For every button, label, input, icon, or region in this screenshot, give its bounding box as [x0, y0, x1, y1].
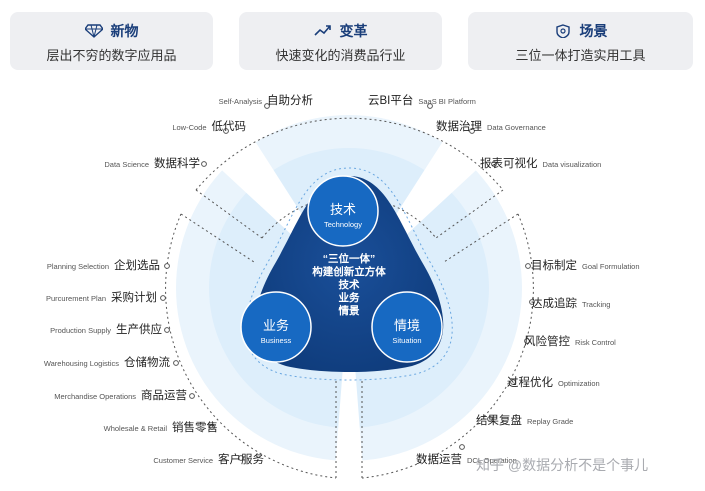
- card-subtitle: 三位一体打造实用工具: [515, 48, 646, 63]
- center-line4: 业务: [338, 292, 360, 304]
- card-new-things: 新物 层出不穷的数字应用品: [10, 12, 213, 70]
- card-title: 场景: [579, 23, 608, 39]
- situation-label: 情境 Situation: [372, 315, 442, 345]
- center-quote: “三位一体”: [322, 253, 376, 265]
- technology-circle: [307, 175, 379, 247]
- card-subtitle: 快速变化的消费品行业: [275, 48, 406, 63]
- technology-label: 技术 Technology: [308, 199, 378, 229]
- card-change: 变革 快速变化的消费品行业: [239, 12, 442, 70]
- business-zh: 业务: [262, 318, 289, 333]
- arc-dots: [160, 103, 535, 461]
- center-line5: 情景: [338, 305, 360, 317]
- business-label: 业务 Business: [241, 315, 311, 345]
- situation-circle: [371, 291, 443, 363]
- hub-center-text: “三位一体” 构建创新立方体 技术 业务 情景: [289, 253, 409, 318]
- shield-icon: [555, 24, 570, 38]
- card-scene: 场景 三位一体打造实用工具: [468, 12, 693, 70]
- center-line2: 构建创新立方体: [312, 266, 386, 278]
- arrow-icon: [313, 25, 331, 36]
- situation-zh: 情境: [393, 318, 420, 333]
- technology-en: Technology: [324, 220, 362, 229]
- business-en: Business: [260, 336, 292, 345]
- card-subtitle: 层出不穷的数字应用品: [46, 48, 177, 63]
- situation-en: Situation: [392, 336, 422, 345]
- card-title: 变革: [339, 23, 368, 39]
- technology-zh: 技术: [329, 202, 356, 217]
- center-line3: 技术: [338, 279, 360, 291]
- diamond-icon: [84, 24, 103, 38]
- watermark: 知乎 @数据分析不是个事儿: [476, 457, 649, 473]
- card-title: 新物: [110, 23, 139, 39]
- business-circle: [240, 291, 312, 363]
- hub-dotted-outline: [245, 167, 453, 381]
